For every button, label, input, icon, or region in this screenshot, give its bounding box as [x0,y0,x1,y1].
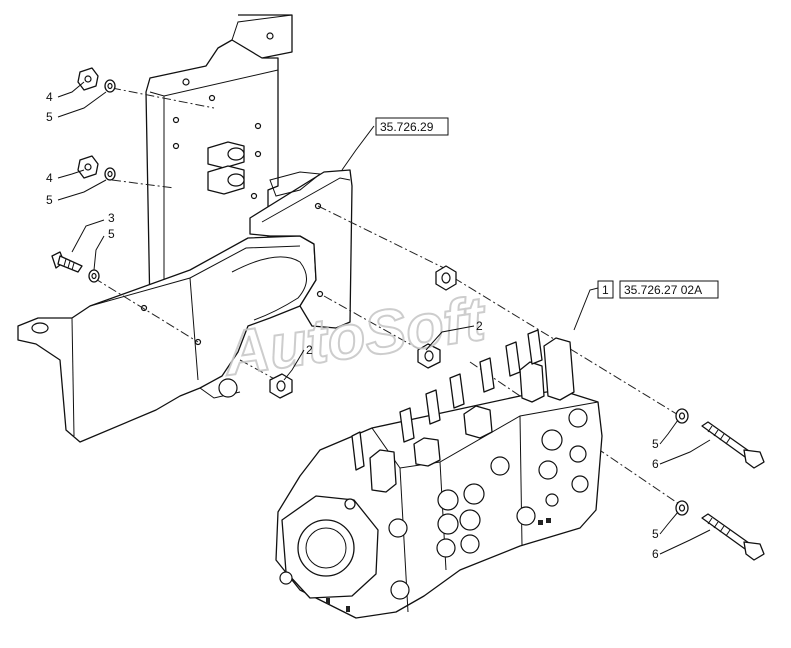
washer-bolt [88,269,100,283]
callout-4-upper: 4 [46,90,53,104]
washer-middle [104,167,116,181]
washer-upper [104,79,116,93]
callout-5-bolt: 5 [108,227,115,241]
ref-box-bracket: 35.726.29 [375,117,449,136]
callout-3: 3 [108,211,115,225]
bolt-short [51,251,83,273]
callout-2-upper: 2 [476,319,483,333]
nut-middle [77,155,99,179]
ref-text-bracket: 35.726.29 [380,120,434,134]
base-plate [17,235,317,443]
callout-2-lower: 2 [306,343,313,357]
callout-5-right-lower: 5 [652,527,659,541]
bushing-plate [269,373,293,399]
callout-5-right-upper: 5 [652,437,659,451]
callout-1: 1 [602,283,609,297]
bolt-long-upper [701,421,765,469]
bolt-long-lower [701,513,765,561]
callout-6-upper: 6 [652,457,659,471]
washer-right-lower [675,500,689,516]
side-plate [249,169,353,329]
leader-lines [57,81,711,555]
washer-right-upper [675,408,689,424]
callout-5-middle: 5 [46,193,53,207]
ref-box-valve: 1 35.726.27 02A [597,280,719,299]
bushing-lower [417,343,441,369]
callout-5-upper: 5 [46,110,53,124]
spacer-tubes [207,141,245,195]
callout-4-middle: 4 [46,171,53,185]
callout-6-lower: 6 [652,547,659,561]
bushing-upper [435,265,457,291]
ref-text-valve: 35.726.27 02A [624,283,702,297]
control-valve [275,329,603,619]
nut-upper [77,67,99,91]
